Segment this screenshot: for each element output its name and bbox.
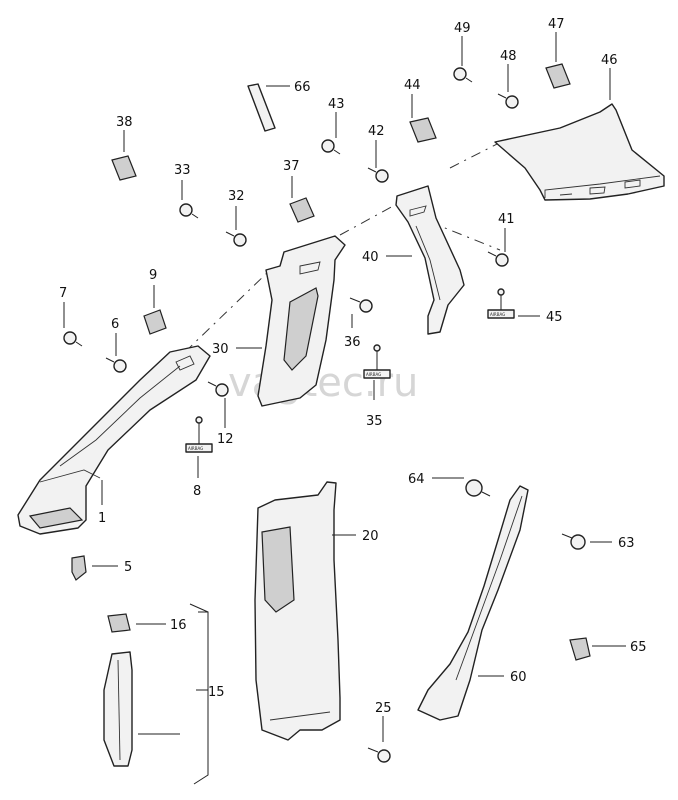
leader-lines [63, 32, 626, 785]
part-30-pillar-upper-trim [257, 235, 346, 407]
part-65-clip [569, 637, 591, 661]
part-41-screw [487, 251, 509, 267]
callout-64: 64 [408, 472, 425, 487]
callout-1: 1 [98, 511, 106, 526]
callout-47: 47 [548, 17, 565, 32]
part-64-grommet [465, 479, 491, 497]
part-49-push-pin [453, 67, 473, 83]
callout-labels: 1 5 6 7 8 9 12 15 16 20 25 30 32 33 35 3… [59, 17, 647, 716]
part-32-screw [225, 231, 247, 247]
part-35-airbag-label: AIRBAG [363, 344, 391, 379]
part-16-clip [107, 613, 131, 633]
part-48-screw [497, 93, 519, 109]
part-6-screw [105, 357, 127, 373]
part-1-a-pillar-trim [17, 345, 211, 535]
callout-44: 44 [404, 78, 421, 93]
part-66-trim-strip [247, 83, 276, 132]
callout-42: 42 [368, 124, 385, 139]
part-15-side-trim [103, 651, 133, 767]
part-43-push-pin [321, 139, 341, 155]
part-5-clip [71, 555, 87, 581]
part-47-clip [545, 63, 571, 89]
callout-35: 35 [366, 414, 383, 429]
callout-8: 8 [193, 484, 201, 499]
callout-30: 30 [212, 342, 229, 357]
part-60-rear-pillar-trim [417, 485, 529, 721]
callout-41: 41 [498, 212, 515, 227]
callout-49: 49 [454, 21, 471, 36]
callout-63: 63 [618, 536, 635, 551]
callout-48: 48 [500, 49, 517, 64]
part-40-pillar-trim [395, 185, 465, 335]
part-20-pillar-lower-trim [254, 481, 341, 741]
callout-46: 46 [601, 53, 618, 68]
airbag-text: AIRBAG [188, 446, 203, 451]
callout-15: 15 [208, 685, 225, 700]
callout-36: 36 [344, 335, 361, 350]
part-44-clip [409, 117, 437, 143]
airbag-text: AIRBAG [490, 312, 505, 317]
part-12-screw [207, 381, 229, 397]
callout-45: 45 [546, 310, 563, 325]
part-37-clip [289, 197, 315, 223]
part-7-push-pin [63, 331, 83, 347]
callout-5: 5 [124, 560, 132, 575]
watermark: vagtec.ru [228, 360, 418, 406]
part-25-screw [367, 747, 391, 763]
callout-9: 9 [149, 268, 157, 283]
callout-38: 38 [116, 115, 133, 130]
part-36-screw [349, 297, 373, 313]
part-42-screw [367, 167, 389, 183]
part-45-airbag-label: AIRBAG [487, 288, 515, 319]
callout-12: 12 [217, 432, 234, 447]
part-38-clip [111, 155, 137, 181]
callout-60: 60 [510, 670, 527, 685]
callout-20: 20 [362, 529, 379, 544]
part-33-push-pin [179, 203, 199, 219]
callout-32: 32 [228, 189, 245, 204]
callout-65: 65 [630, 640, 647, 655]
callout-43: 43 [328, 97, 345, 112]
part-9-clip [143, 309, 167, 335]
callout-7: 7 [59, 286, 67, 301]
part-46-upper-rear-panel [494, 103, 665, 201]
callout-6: 6 [111, 317, 119, 332]
callout-33: 33 [174, 163, 191, 178]
callout-40: 40 [362, 250, 379, 265]
callout-66: 66 [294, 80, 311, 95]
part-8-airbag-label: AIRBAG [185, 416, 213, 453]
airbag-text: AIRBAG [366, 372, 381, 377]
callout-16: 16 [170, 618, 187, 633]
callout-37: 37 [283, 159, 300, 174]
callout-25: 25 [375, 701, 392, 716]
part-63-screw [561, 533, 586, 550]
assembly-axis-line [184, 139, 506, 353]
